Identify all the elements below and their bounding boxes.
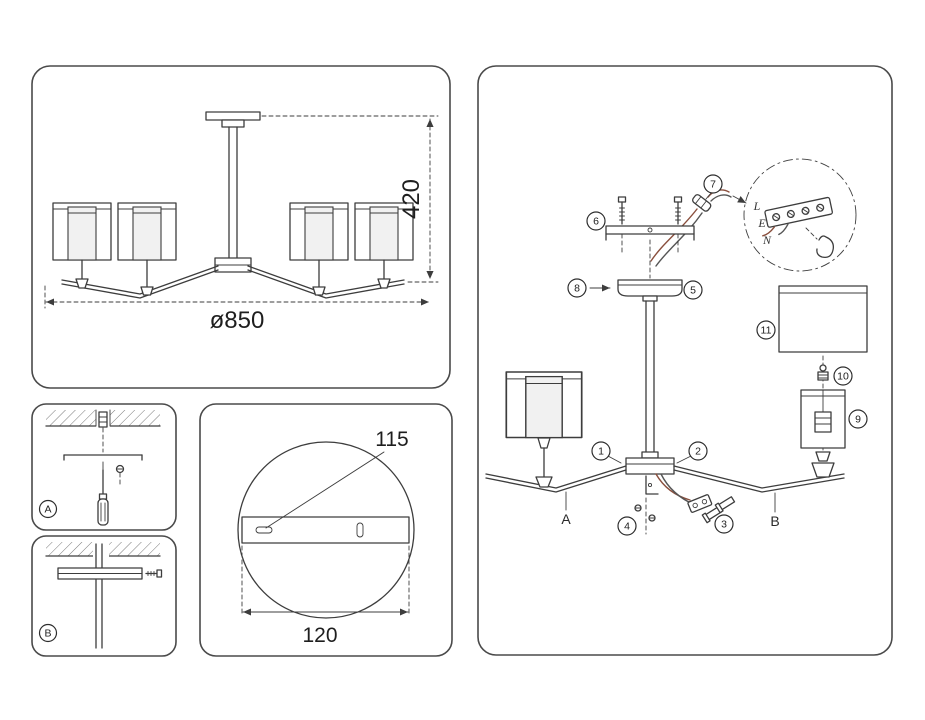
l-bracket [645,475,659,495]
hub-wiring [634,473,736,535]
center-pole [641,295,659,459]
assembly-panel [477,65,893,656]
callout-1: 1 [591,441,611,461]
svg-text:9: 9 [855,414,861,426]
diameter-dimension-label: ø850 [210,307,265,334]
svg-text:4: 4 [624,521,630,533]
svg-text:3: 3 [721,519,727,531]
detail-b-badge: B [38,623,58,643]
height-dimension-label: 420 [398,179,425,219]
detail-a-badge: A [38,499,58,519]
svg-text:1: 1 [598,446,604,458]
exploded-lamp [778,285,868,478]
wall-anchor [98,411,108,428]
assembly-drawing: L E N [485,158,868,536]
screw-slot [356,522,364,538]
chandelier-side-view [52,111,414,299]
callout-3: 3 [714,514,734,534]
callout-2: 2 [688,441,708,461]
terminal-block [762,196,833,237]
callout-5: 5 [683,280,703,300]
assembled-lamp [505,371,583,488]
detail-b-drawing: B [38,541,163,649]
overview-panel [31,65,451,389]
slot-dimension-label: 115 [375,428,408,451]
wire-connector [687,494,713,513]
bracket-screw-icon [673,196,683,253]
canopy [617,239,683,297]
detail-b-panel [31,535,177,657]
svg-text:2: 2 [695,446,701,458]
callout-8: 8 [567,278,587,298]
lamp-socket [817,364,829,381]
arm-b-label: B [770,513,779,529]
svg-text:5: 5 [690,285,696,297]
terminal-e-label: E [757,216,766,230]
callout-11: 11 [756,320,776,340]
callout-9: 9 [848,409,868,429]
svg-text:10: 10 [837,371,849,383]
safety-hook-icon [816,235,834,258]
terminal-n-label: N [762,233,772,247]
mount-plate-bar [241,516,410,544]
height-dimension: 420 [261,115,439,283]
mounting-bracket [605,196,695,253]
callout-7: 7 [703,174,723,194]
wiring-detail: L E N [743,158,857,272]
callout-6: 6 [586,211,606,231]
center-hub [625,457,675,475]
callout-10: 10 [833,366,853,386]
outer-shade [778,285,868,353]
cord-grip [650,189,732,267]
screwdriver-icon [97,461,109,526]
svg-text:8: 8 [574,283,580,295]
width-dimension-label: 120 [302,624,337,647]
terminal-l-label: L [753,199,761,213]
bracket-screw-icon [617,196,627,253]
bolt-icon [714,496,736,514]
svg-text:11: 11 [761,325,772,337]
svg-text:6: 6 [593,216,599,228]
detail-a-drawing: A [38,409,161,526]
svg-text:7: 7 [710,179,716,191]
side-screw-icon [145,569,163,578]
detail-a-panel [31,403,177,531]
callout-4: 4 [617,516,637,536]
arms [485,465,845,493]
detail-a-label: A [44,504,51,516]
inner-glass [800,389,846,449]
detail-b-label: B [44,628,51,640]
arm-a-label: A [561,511,571,527]
mount-plate-drawing: 115 120 [237,428,415,647]
keyhole-slot [255,526,273,534]
diameter-dimension: ø850 [44,285,430,334]
